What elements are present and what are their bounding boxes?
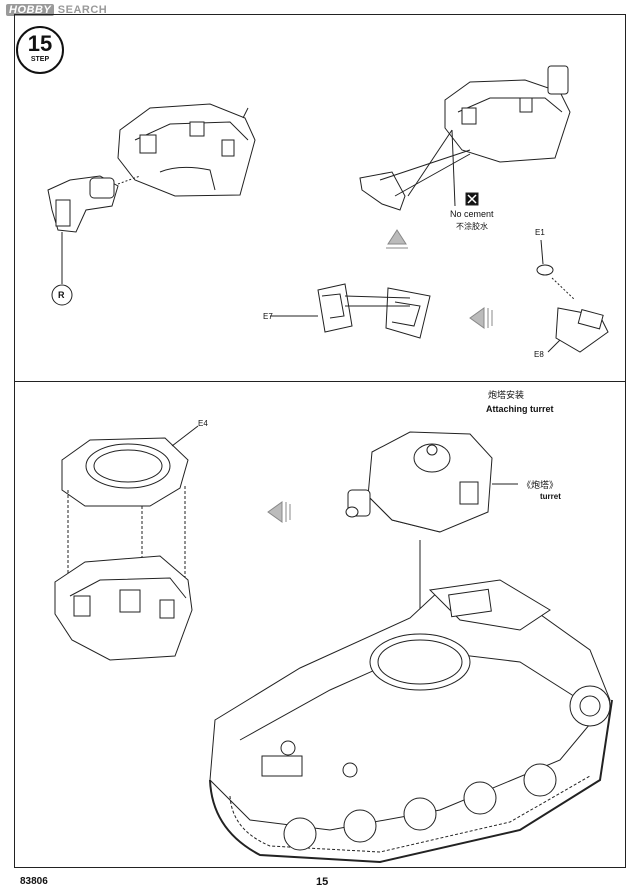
top-instruction-panel (14, 14, 626, 382)
part-e4-label: E4 (198, 419, 208, 428)
callout-r: R (58, 290, 65, 300)
watermark-text: SEARCH (57, 4, 108, 16)
no-cement-label-cn: 不涂胶水 (456, 222, 488, 231)
hull-interior-right-drawing (359, 65, 571, 249)
watermark-logo: HΟBBY (6, 4, 55, 16)
bottom-instruction-panel (14, 380, 626, 868)
hull-interior-left-drawing (47, 103, 256, 306)
heading-en: Attaching turret (486, 404, 554, 414)
step-label: STEP (30, 56, 50, 63)
hatch-parts-drawing (270, 239, 609, 353)
step-number: 15 (27, 31, 53, 56)
page-number: 15 (316, 876, 329, 888)
part-e7-label: E7 (263, 312, 273, 321)
turret-label-cn: 《炮塔》 (522, 480, 559, 490)
no-cement-label: No cement (450, 209, 494, 219)
turret-label-en: turret (540, 492, 561, 501)
kit-code: 83806 (20, 876, 48, 887)
heading-cn: 炮塔安装 (488, 390, 525, 400)
part-e1-label: E1 (535, 228, 545, 237)
hobbysearch-watermark: HΟBBY SEARCH (6, 4, 107, 16)
part-e8-label: E8 (534, 350, 544, 359)
step-badge: 15 STEP (16, 26, 64, 74)
